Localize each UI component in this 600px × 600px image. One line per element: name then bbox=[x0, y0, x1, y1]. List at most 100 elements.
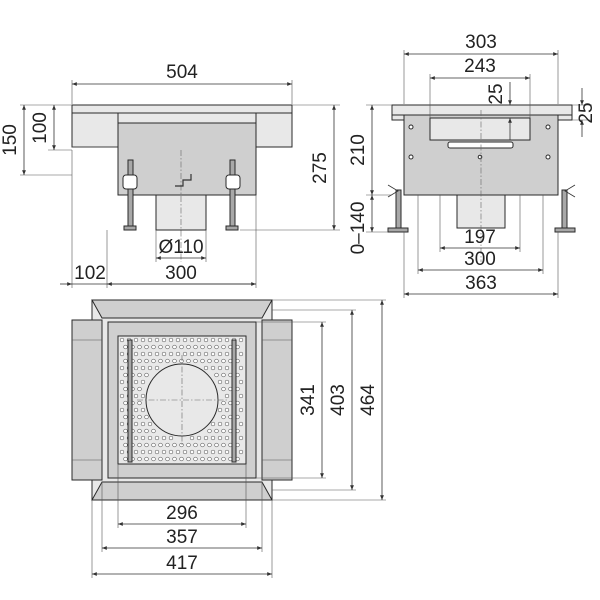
perforation-hole bbox=[123, 414, 128, 420]
perforation-hole bbox=[137, 442, 142, 448]
front-leg-right bbox=[225, 159, 241, 231]
perforation-hole bbox=[137, 400, 142, 406]
dim-diameter-110: Ø110 bbox=[158, 237, 203, 258]
perforation-hole bbox=[182, 351, 188, 357]
dim-417: 417 bbox=[166, 553, 198, 574]
perforation-hole bbox=[158, 358, 163, 364]
perforation-hole bbox=[224, 337, 230, 343]
perforation-hole bbox=[133, 365, 139, 371]
dim-243: 243 bbox=[464, 56, 496, 77]
perforation-hole bbox=[182, 449, 188, 455]
perforation-hole bbox=[224, 351, 230, 357]
perforation-hole bbox=[154, 435, 160, 441]
perforation-hole bbox=[210, 351, 216, 357]
perforation-hole bbox=[200, 344, 205, 350]
perforation-hole bbox=[172, 344, 177, 350]
perforation-hole bbox=[140, 379, 146, 385]
dim-341: 341 bbox=[298, 384, 319, 416]
perforation-hole bbox=[161, 337, 167, 343]
perforation-hole bbox=[217, 379, 223, 385]
perforation-hole bbox=[144, 372, 149, 378]
perforation-hole bbox=[224, 449, 230, 455]
dim-403: 403 bbox=[328, 384, 349, 416]
perforation-hole bbox=[123, 400, 128, 406]
perforation-hole bbox=[224, 365, 230, 371]
perforation-hole bbox=[140, 351, 146, 357]
perforation-hole bbox=[221, 456, 226, 462]
perforation-hole bbox=[214, 344, 219, 350]
perforation-hole bbox=[221, 344, 226, 350]
side-leg-right bbox=[554, 184, 576, 233]
perforation-hole bbox=[137, 456, 142, 462]
perforation-hole bbox=[133, 351, 139, 357]
perforation-hole bbox=[221, 358, 226, 364]
perforation-hole bbox=[119, 407, 125, 413]
perforation-hole bbox=[175, 351, 181, 357]
perforation-hole bbox=[196, 435, 202, 441]
perforation-hole bbox=[175, 337, 181, 343]
perforation-hole bbox=[133, 379, 139, 385]
perforation-hole bbox=[210, 365, 216, 371]
perforation-hole bbox=[217, 351, 223, 357]
perforation-hole bbox=[217, 421, 223, 427]
perforation-hole bbox=[207, 344, 212, 350]
perforation-hole bbox=[137, 344, 142, 350]
perforation-hole bbox=[221, 386, 226, 392]
perforation-hole bbox=[147, 337, 153, 343]
perforation-hole bbox=[144, 442, 149, 448]
perforation-hole bbox=[123, 372, 128, 378]
perforation-hole bbox=[144, 428, 149, 434]
dim-210: 210 bbox=[348, 134, 369, 166]
perforation-hole bbox=[137, 414, 142, 420]
perforation-hole bbox=[189, 435, 195, 441]
perforation-hole bbox=[175, 449, 181, 455]
perforation-hole bbox=[224, 379, 230, 385]
perforation-hole bbox=[158, 344, 163, 350]
perforation-hole bbox=[119, 449, 125, 455]
perforation-hole bbox=[119, 351, 125, 357]
perforation-hole bbox=[210, 337, 216, 343]
perforation-hole bbox=[144, 456, 149, 462]
perforation-hole bbox=[182, 337, 188, 343]
perforation-hole bbox=[207, 456, 212, 462]
perforation-hole bbox=[168, 449, 174, 455]
perforation-hole bbox=[221, 428, 226, 434]
perforation-hole bbox=[196, 337, 202, 343]
perforation-hole bbox=[147, 365, 153, 371]
dim-464: 464 bbox=[358, 384, 379, 416]
perforation-hole bbox=[147, 421, 153, 427]
perforation-hole bbox=[210, 435, 216, 441]
perforation-hole bbox=[154, 337, 160, 343]
perforation-hole bbox=[217, 449, 223, 455]
perforation-hole bbox=[123, 386, 128, 392]
perforation-hole bbox=[144, 344, 149, 350]
perforation-hole bbox=[147, 449, 153, 455]
perforation-hole bbox=[224, 407, 230, 413]
perforation-hole bbox=[161, 435, 167, 441]
perforation-hole bbox=[217, 407, 223, 413]
perforation-hole bbox=[214, 372, 219, 378]
perforation-hole bbox=[172, 358, 177, 364]
side-grate bbox=[447, 141, 514, 149]
perforation-hole bbox=[238, 365, 244, 371]
front-view: 504 150 100 275 Ø110 102 300 bbox=[0, 62, 340, 288]
grate-perforation bbox=[119, 337, 244, 462]
perforation-hole bbox=[158, 442, 163, 448]
dim-303: 303 bbox=[465, 32, 497, 53]
perforation-hole bbox=[158, 456, 163, 462]
perforation-hole bbox=[207, 358, 212, 364]
perforation-hole bbox=[123, 428, 128, 434]
perforation-hole bbox=[238, 449, 244, 455]
perforation-hole bbox=[140, 449, 146, 455]
perforation-hole bbox=[123, 358, 128, 364]
perforation-hole bbox=[133, 435, 139, 441]
perforation-hole bbox=[147, 351, 153, 357]
perforation-hole bbox=[179, 344, 184, 350]
perforation-hole bbox=[179, 358, 184, 364]
perforation-hole bbox=[151, 428, 156, 434]
perforation-hole bbox=[224, 421, 230, 427]
perforation-hole bbox=[238, 407, 244, 413]
dim-363: 363 bbox=[465, 273, 497, 294]
perforation-hole bbox=[140, 421, 146, 427]
perforation-hole bbox=[224, 393, 230, 399]
